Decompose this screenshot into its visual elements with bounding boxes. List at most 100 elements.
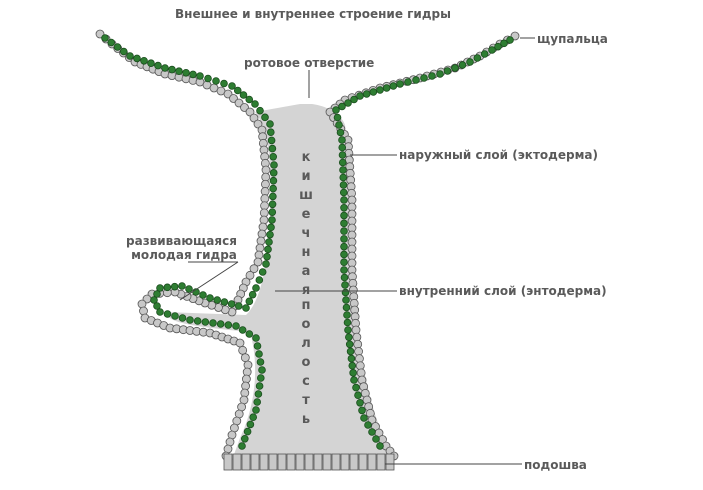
endoderm-cell	[343, 311, 351, 319]
endoderm-cell	[354, 391, 362, 400]
endoderm-cell	[333, 113, 342, 122]
endoderm-cell	[336, 128, 345, 137]
endoderm-cell	[269, 192, 277, 201]
endoderm-cell	[258, 268, 267, 276]
endoderm-cell	[182, 69, 190, 77]
endoderm-cell	[227, 300, 236, 308]
endoderm-cell	[352, 383, 360, 392]
endoderm-layer	[101, 34, 514, 450]
sole-cell	[322, 453, 332, 471]
endoderm-cell	[147, 59, 155, 67]
endoderm-cell	[232, 322, 240, 330]
ectoderm-cell	[353, 339, 363, 349]
endoderm-cell	[113, 43, 122, 51]
endoderm-cell	[500, 39, 508, 48]
endoderm-cell	[185, 285, 193, 293]
endoderm-cell	[343, 318, 352, 327]
endoderm-cell	[235, 302, 243, 310]
endoderm-cell	[338, 136, 346, 144]
endoderm-cell	[238, 326, 247, 334]
endoderm-cell	[346, 347, 355, 356]
endoderm-cell	[340, 258, 348, 267]
endoderm-cell	[458, 61, 467, 69]
endoderm-cell	[340, 250, 348, 259]
endoderm-cell	[242, 304, 250, 312]
endoderm-cell	[178, 314, 187, 322]
endoderm-cell	[376, 86, 384, 94]
endoderm-cell	[436, 70, 444, 78]
ectoderm-cell	[245, 270, 255, 280]
endoderm-cell	[342, 303, 351, 312]
endoderm-cell	[265, 238, 273, 246]
endoderm-cell	[267, 136, 276, 145]
endoderm-cell	[396, 80, 404, 88]
sole-cell	[295, 453, 305, 471]
endoderm-cell	[268, 208, 277, 216]
endoderm-cell	[262, 260, 270, 268]
endoderm-cell	[256, 106, 264, 115]
endoderm-cell	[224, 321, 233, 329]
ectoderm-cell	[351, 325, 361, 335]
endoderm-cell	[196, 72, 204, 80]
endoderm-cell	[451, 64, 459, 72]
sole-cell	[304, 453, 314, 471]
endoderm-cell	[270, 161, 278, 169]
endoderm-cell	[153, 302, 161, 310]
endoderm-cell	[368, 428, 376, 436]
sole-cell	[232, 453, 242, 471]
endoderm-cell	[153, 290, 161, 298]
ectoderm-cell	[356, 368, 366, 378]
endoderm-cell	[345, 340, 354, 349]
endoderm-cell	[268, 216, 276, 224]
endoderm-cell	[263, 252, 271, 261]
endoderm-cell	[156, 308, 164, 316]
endoderm-cell	[356, 92, 364, 100]
endoderm-cell	[340, 219, 348, 228]
ectoderm-cell	[249, 113, 259, 123]
ectoderm-cell	[253, 257, 263, 267]
endoderm-cell	[163, 283, 172, 292]
endoderm-cell	[332, 106, 340, 114]
endoderm-cell	[339, 173, 348, 182]
endoderm-cell	[239, 91, 248, 99]
endoderm-cell	[341, 281, 349, 289]
endoderm-cell	[339, 188, 348, 197]
endoderm-cell	[186, 316, 194, 324]
endoderm-cell	[269, 184, 277, 193]
endoderm-cell	[340, 196, 348, 204]
endoderm-cell	[348, 361, 357, 370]
endoderm-cell	[340, 227, 348, 235]
ectoderm-cell	[355, 361, 365, 371]
endoderm-cell	[243, 427, 252, 436]
pointer-bud	[179, 261, 239, 301]
ectoderm-cell	[354, 347, 363, 356]
endoderm-cell	[161, 64, 169, 72]
sole-cell	[358, 453, 368, 471]
endoderm-cell	[107, 38, 116, 47]
endoderm-cell	[340, 235, 348, 243]
sole-cell	[277, 453, 287, 471]
endoderm-cell	[228, 82, 236, 90]
endoderm-cell	[253, 398, 262, 406]
endoderm-cell	[350, 95, 358, 104]
endoderm-cell	[256, 374, 265, 382]
endoderm-cell	[201, 318, 210, 326]
endoderm-cell	[349, 369, 357, 377]
endoderm-cell	[220, 79, 228, 88]
endoderm-cell	[245, 330, 254, 338]
endoderm-cell	[360, 414, 368, 422]
endoderm-cell	[258, 366, 266, 374]
endoderm-cell	[404, 78, 412, 86]
endoderm-cell	[175, 67, 183, 75]
sole-cell	[250, 453, 260, 471]
endoderm-cell	[251, 100, 259, 108]
endoderm-cell	[340, 203, 348, 212]
endoderm-cell	[506, 36, 514, 44]
sole-cell	[268, 453, 278, 471]
sole-cell	[331, 453, 341, 471]
diagram-title: Внешнее и внутреннее строение гидры	[175, 7, 451, 21]
endoderm-cell	[150, 296, 158, 304]
sole-cell	[385, 453, 395, 471]
ectoderm-cell	[253, 119, 263, 129]
